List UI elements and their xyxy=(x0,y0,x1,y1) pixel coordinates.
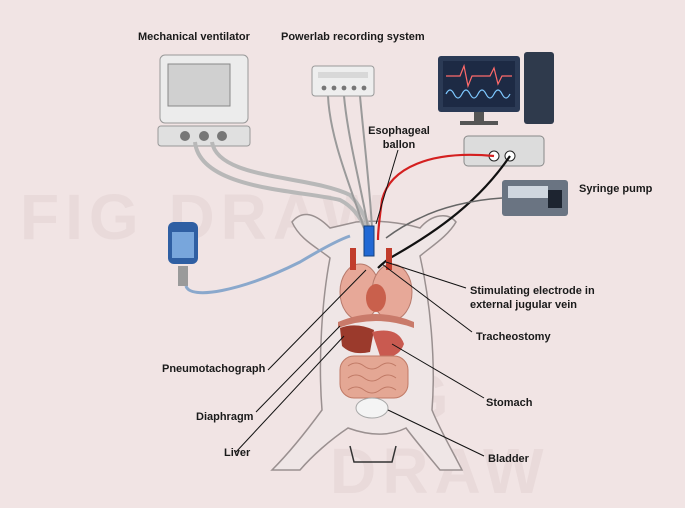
pump-line xyxy=(385,197,503,239)
label-pneumotachograph: Pneumotachograph xyxy=(162,363,266,375)
label-diaphragm: Diaphragm xyxy=(196,411,254,423)
bladder-organ xyxy=(355,397,389,419)
powerlab-device xyxy=(311,65,375,97)
urine-collector xyxy=(349,445,397,463)
label-ventilator: Mechanical ventilator xyxy=(138,31,250,43)
pneumotach-tube xyxy=(363,225,375,257)
computer-tower xyxy=(524,52,554,124)
label-stomach: Stomach xyxy=(486,397,533,409)
powerlab-cable xyxy=(359,95,373,229)
syringe-pump-device xyxy=(502,180,568,216)
label-electrode-line1: Stimulating electrode in xyxy=(470,285,595,297)
label-tracheostomy: Tracheostomy xyxy=(476,331,551,343)
label-esophageal-line2: ballon xyxy=(382,139,416,151)
iv-line xyxy=(184,234,351,295)
label-liver: Liver xyxy=(224,447,251,459)
powerlab-cable xyxy=(343,95,369,229)
black-lead xyxy=(377,155,511,269)
jugular-catheter xyxy=(350,248,356,270)
jugular-catheter xyxy=(386,248,392,270)
liver-organ xyxy=(340,325,374,354)
stomach-organ xyxy=(372,330,404,357)
label-powerlab: Powerlab recording system xyxy=(281,31,425,43)
label-electrode: Stimulating electrode in external jugula… xyxy=(470,284,595,312)
computer-monitor xyxy=(438,56,520,125)
diaphragm-organ xyxy=(338,314,414,328)
ventilator-tubing xyxy=(210,141,372,231)
label-syringe-pump: Syringe pump xyxy=(579,183,653,195)
label-esophageal: Esophageal ballon xyxy=(364,124,434,152)
red-lead xyxy=(376,153,495,241)
label-esophageal-line1: Esophageal xyxy=(368,125,430,137)
intestines xyxy=(339,355,409,399)
ventilator-tubing xyxy=(193,141,368,231)
experimental-setup-diagram xyxy=(157,52,568,471)
label-electrode-line2: external jugular vein xyxy=(470,299,577,311)
leader-lines xyxy=(235,149,485,457)
iv-bag xyxy=(168,222,198,286)
ventilator-device xyxy=(157,54,251,147)
label-bladder: Bladder xyxy=(488,453,529,465)
powerlab-cable xyxy=(327,95,365,229)
stimulator-device xyxy=(463,135,545,167)
